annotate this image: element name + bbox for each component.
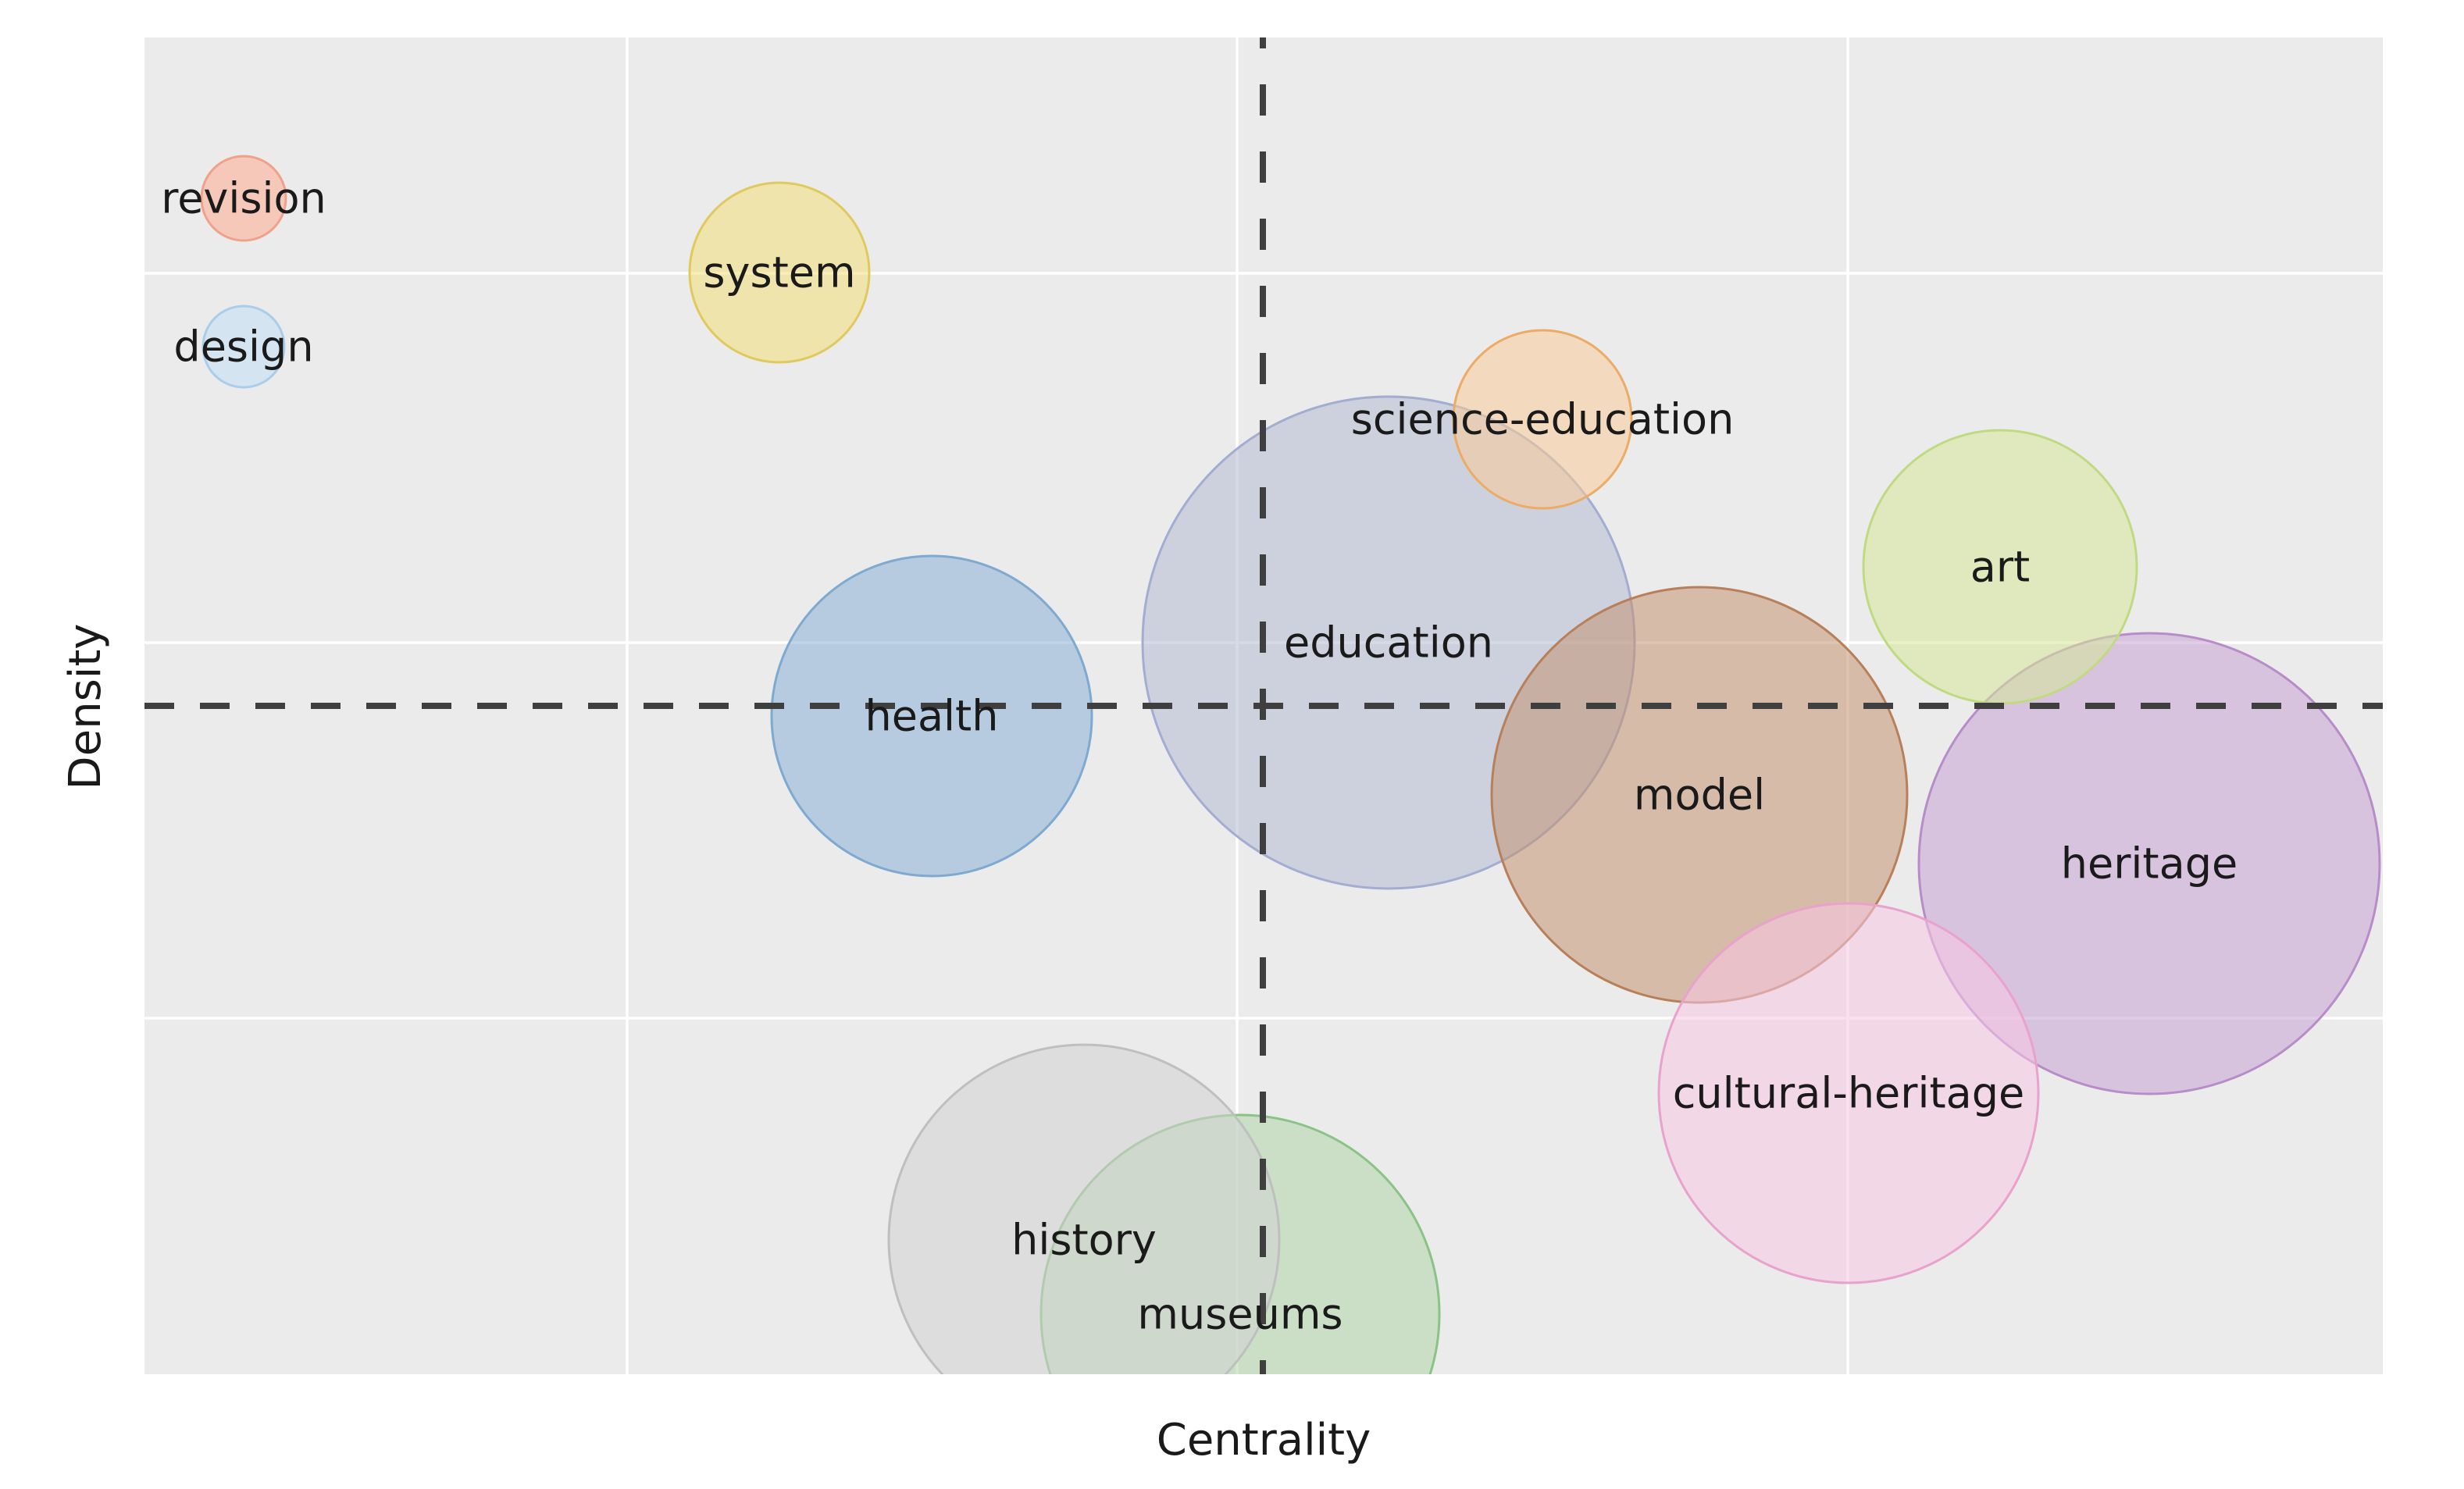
bubble-label-revision: revision xyxy=(161,174,326,223)
bubble-heritage xyxy=(1917,632,2381,1095)
bubble-label-health: health xyxy=(865,692,999,741)
bubble-label-history: history xyxy=(1011,1216,1157,1265)
bubble-label-heritage: heritage xyxy=(2061,839,2238,889)
bubble-label-cultural-heritage: cultural-heritage xyxy=(1673,1069,2025,1118)
bubble-label-museums: museums xyxy=(1137,1290,1343,1339)
bubble-label-design: design xyxy=(173,322,313,372)
x-axis-label: Centrality xyxy=(1156,1415,1371,1466)
bubble-history xyxy=(887,1043,1281,1374)
bubble-system xyxy=(688,181,871,364)
bubble-label-art: art xyxy=(1970,543,2030,592)
bubble-label-education: education xyxy=(1284,618,1493,668)
bubble-cultural-heritage xyxy=(1657,902,2040,1284)
bubble-label-model: model xyxy=(1634,771,1765,820)
bubble-label-science-education: science-education xyxy=(1351,395,1735,444)
bubble-revision xyxy=(200,155,287,242)
bubble-design xyxy=(201,305,286,389)
bubble-science-education xyxy=(1452,329,1633,510)
bubble-health xyxy=(770,554,1093,878)
y-axis-label: Density xyxy=(60,623,111,790)
bubble-label-system: system xyxy=(703,248,855,297)
